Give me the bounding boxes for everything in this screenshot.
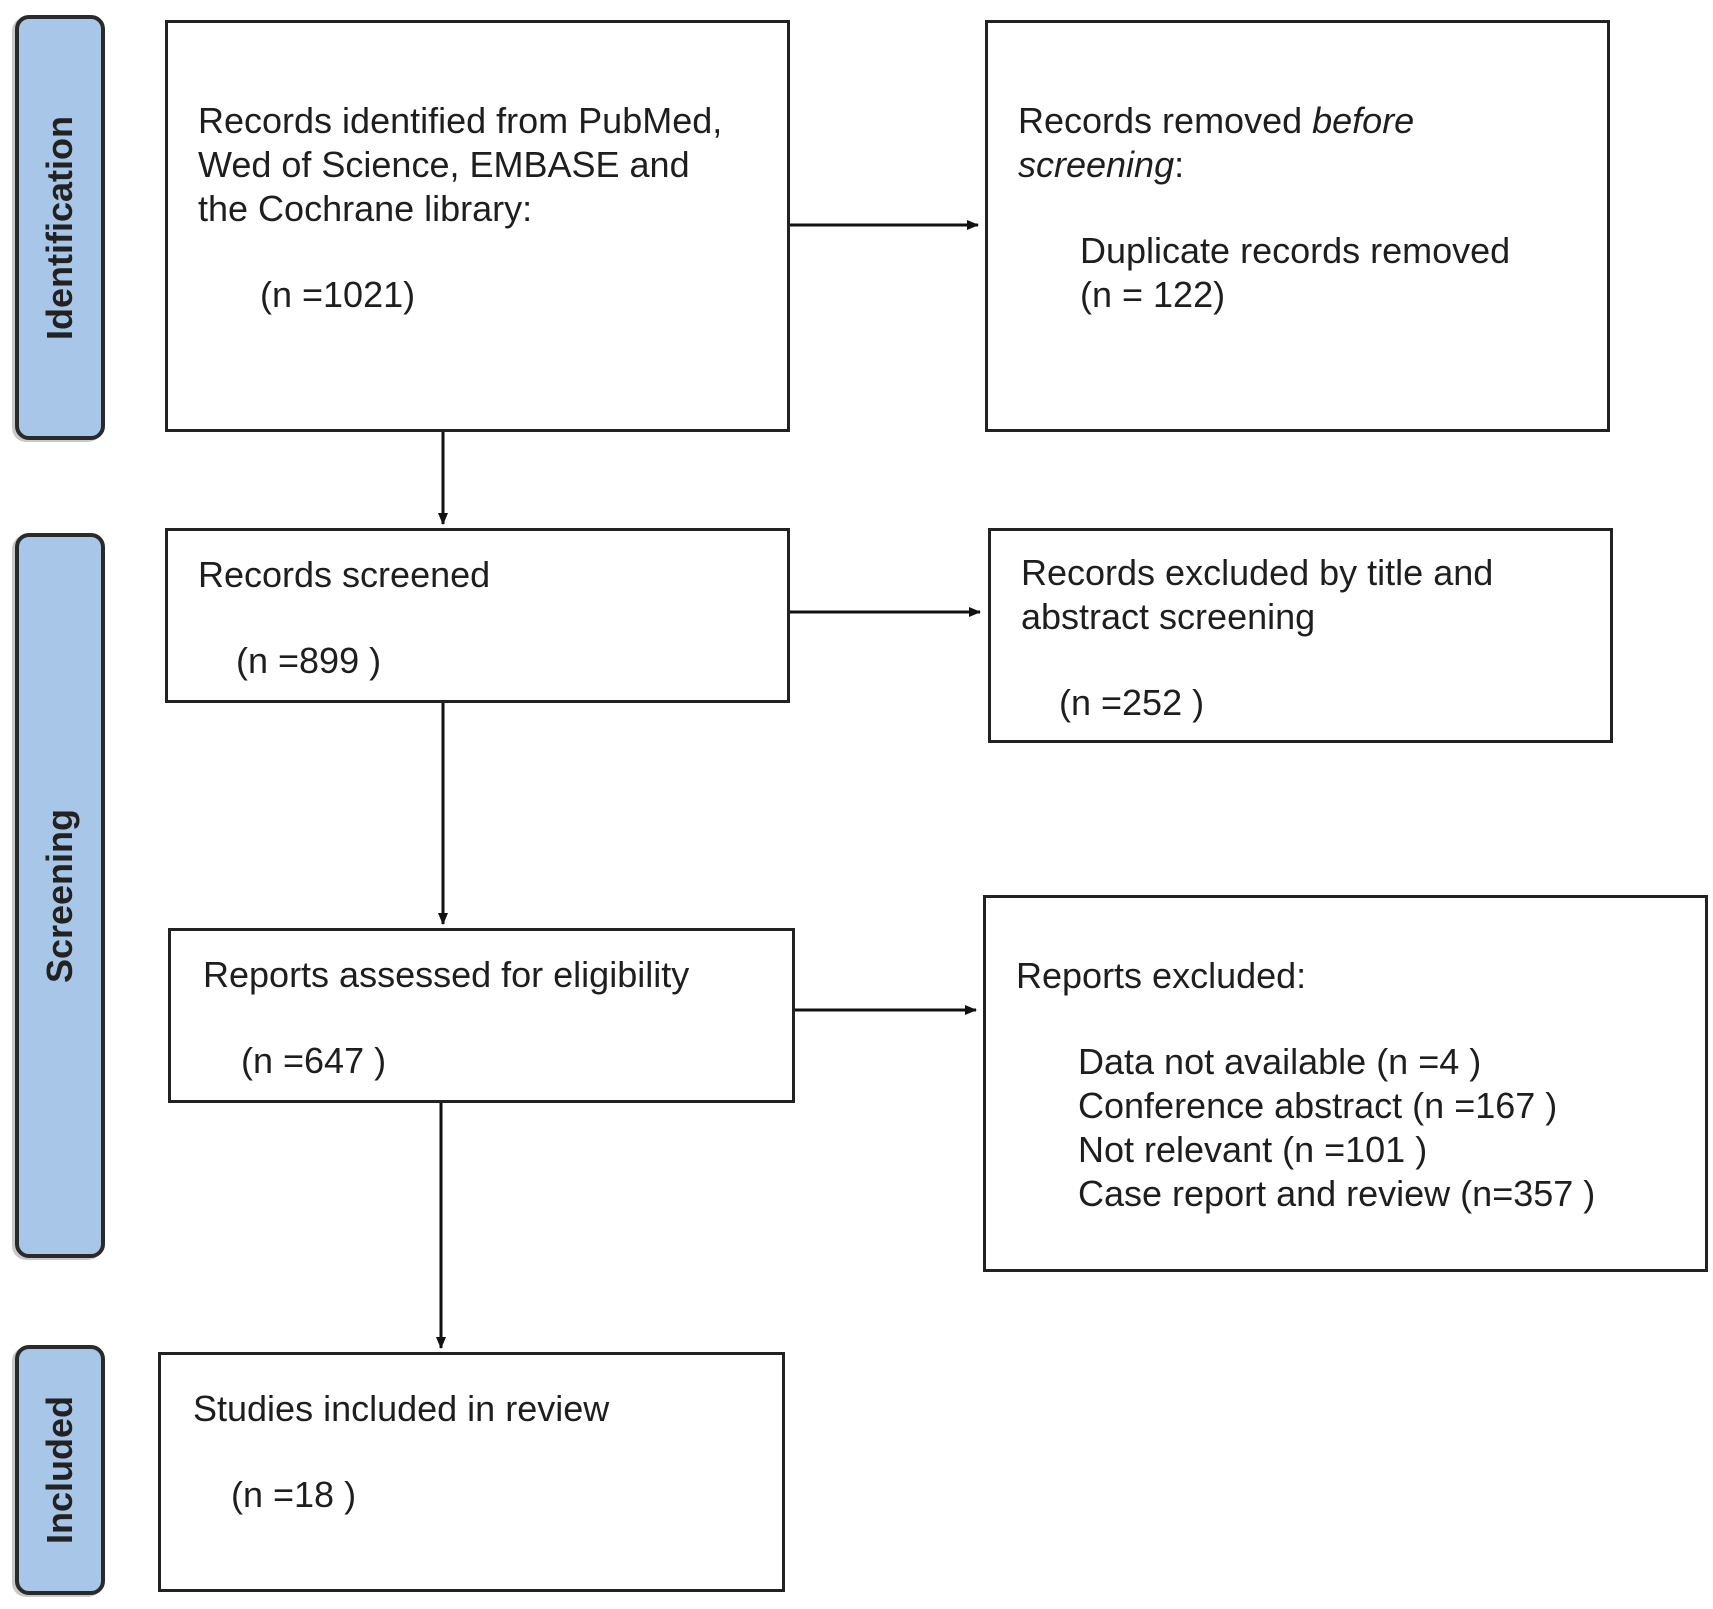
records-screened-count: (n =899 ) [236, 640, 382, 681]
studies-included-box: Studies included in review (n =18 ) [158, 1352, 785, 1592]
records-removed-prefix: Records removed [1018, 100, 1313, 141]
records-removed-colon: : [1174, 144, 1185, 185]
reports-excluded-reason: Conference abstract (n =167 ) [1078, 1085, 1558, 1126]
phase-screening: Screening [15, 533, 105, 1258]
reports-excluded-title: Reports excluded: [1016, 955, 1307, 996]
reports-excluded-reason: Case report and review (n=357 ) [1078, 1173, 1596, 1214]
reports-assessed-box: Reports assessed for eligibility (n =647… [168, 928, 795, 1103]
reports-assessed-count: (n =647 ) [241, 1040, 387, 1081]
records-removed-heading: Records removed before [1018, 99, 1414, 143]
records-removed-italic-before: before [1312, 100, 1415, 141]
studies-included-count: (n =18 ) [231, 1474, 357, 1515]
reports-excluded-reason: Data not available (n =4 ) [1078, 1041, 1482, 1082]
records-removed-count: (n = 122) [1080, 274, 1226, 315]
reports-assessed-title: Reports assessed for eligibility [203, 954, 690, 995]
records-identified-line1: Records identified from PubMed, [198, 100, 723, 141]
records-screened-title: Records screened [198, 554, 491, 595]
records-identified-box: Records identified from PubMed, Wed of S… [165, 20, 790, 432]
records-identified-line3: the Cochrane library: [198, 188, 533, 229]
reports-excluded-box: Reports excluded: Data not available (n … [983, 895, 1708, 1272]
records-removed-italic-screening: screening [1018, 144, 1175, 185]
records-removed-box: Records removed before screening: Duplic… [985, 20, 1610, 432]
studies-included-title: Studies included in review [193, 1388, 610, 1429]
phase-included: Included [15, 1345, 105, 1595]
records-removed-heading-line2: screening: [1018, 143, 1184, 187]
records-excluded-line2: abstract screening [1021, 596, 1316, 637]
records-removed-detail: Duplicate records removed [1080, 230, 1511, 271]
reports-excluded-reason: Not relevant (n =101 ) [1078, 1129, 1428, 1170]
records-identified-line2: Wed of Science, EMBASE and [198, 144, 690, 185]
records-excluded-count: (n =252 ) [1059, 682, 1205, 723]
records-identified-count: (n =1021) [260, 274, 416, 315]
records-excluded-line1: Records excluded by title and [1021, 552, 1494, 593]
phase-identification: Identification [15, 15, 105, 440]
records-screened-box: Records screened (n =899 ) [165, 528, 790, 703]
records-excluded-box: Records excluded by title and abstract s… [988, 528, 1613, 743]
